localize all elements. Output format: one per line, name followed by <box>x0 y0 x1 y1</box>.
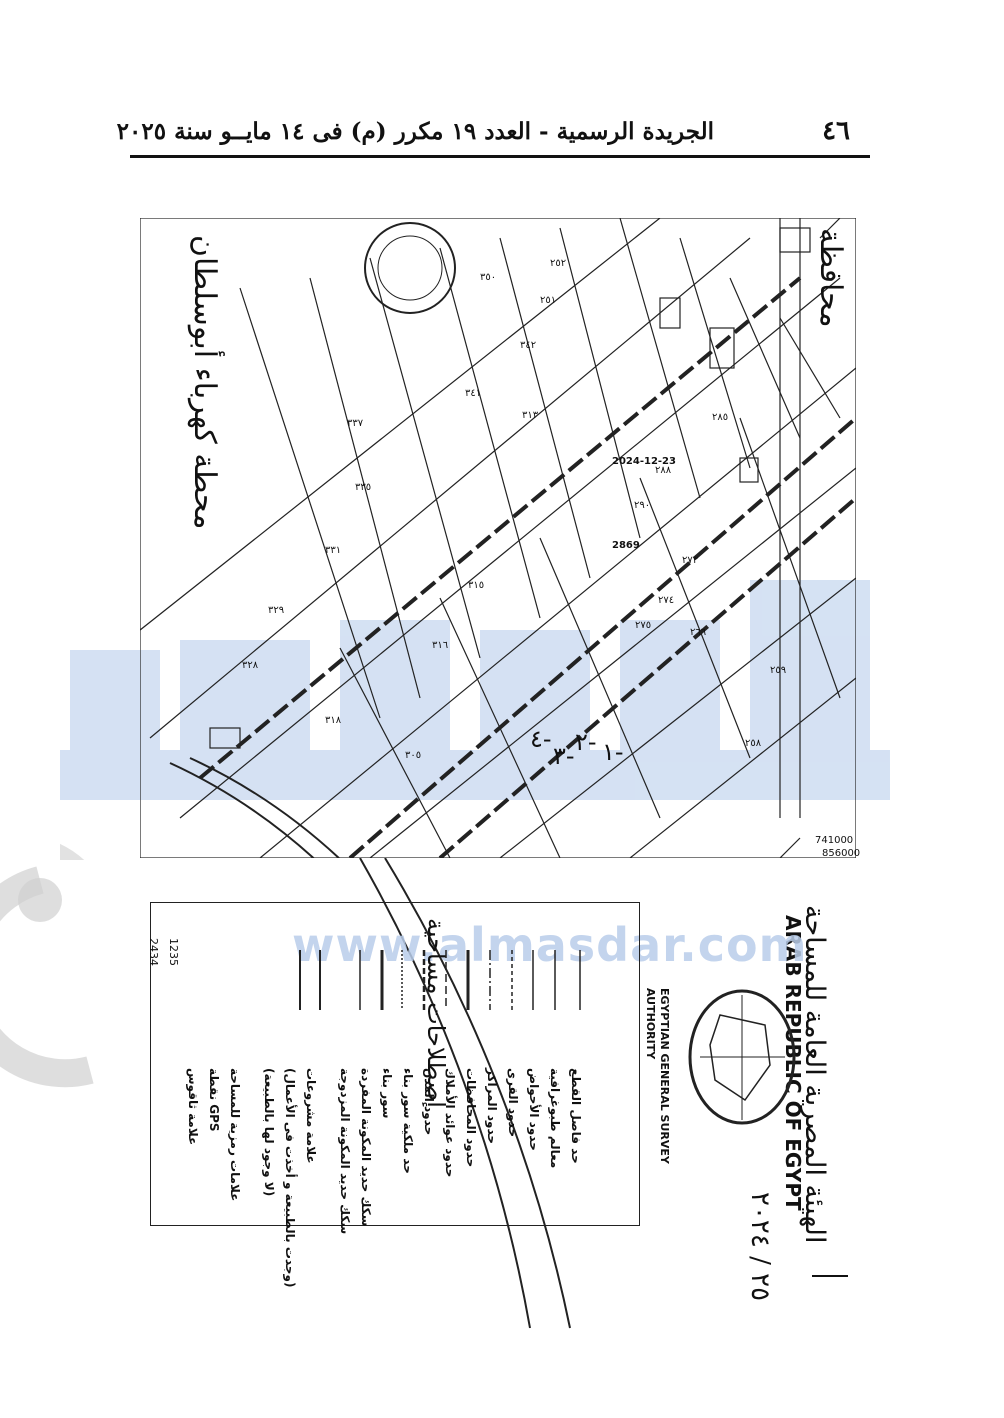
legend-item: حدود عوائد الأملاك <box>443 1068 457 1178</box>
section-number: ٤- <box>530 725 552 753</box>
legend-item: علامات رمزية للمساحة <box>228 1068 242 1202</box>
legend-item: علامة مشروعات <box>304 1068 318 1164</box>
legend-item: نقطة GPS <box>207 1068 221 1132</box>
parcel-number: ٣٢٨ <box>242 660 259 671</box>
section-number: ٣- <box>553 742 575 770</box>
legend-code: 2434 <box>147 938 160 966</box>
legend-item: (لا وجود لها بالطبيعة) <box>262 1068 276 1197</box>
parcel-number: ٣٣٥ <box>355 482 372 493</box>
section-number: ٢- <box>575 728 597 756</box>
legend-code: 1235 <box>167 938 180 966</box>
legend-item: حدود الأحواض <box>527 1068 541 1151</box>
authority-dept-line1: EGYPTIAN GENERAL SURVEY <box>658 988 671 1164</box>
parcel-number: ٢٥٨ <box>745 738 762 749</box>
parcel-number: ٢٧٤ <box>658 595 675 606</box>
legend-item: حدود المحافظات <box>464 1068 478 1168</box>
legend-box <box>150 902 640 1226</box>
page-number: ٤٦ <box>822 116 850 146</box>
governorate-label: محافظة <box>813 228 848 328</box>
number-note: 2869 <box>612 540 640 551</box>
parcel-number: ٣٠٥ <box>405 750 422 761</box>
railway-track <box>359 858 571 1329</box>
parcel-number: ٢٦٦ <box>690 627 707 638</box>
edge-mark <box>812 1275 848 1277</box>
parcel-number: ٢٩٠ <box>634 500 651 511</box>
parcel-number: ٣٤١ <box>465 388 482 399</box>
parcel-number: ٢٥١ <box>540 295 557 306</box>
parcel-number: ٣٣١ <box>325 545 342 556</box>
gazette-title: الجريدة الرسمية - العدد ١٩ مكرر (م) فى ١… <box>116 118 714 145</box>
legend-item: حدود القرى <box>506 1068 520 1138</box>
coord-y: 856000 <box>822 848 861 859</box>
watermark-url: www.almasdar.com <box>292 918 808 972</box>
parcel-number: ٢٨٥ <box>712 412 729 423</box>
page-header: ٤٦ الجريدة الرسمية - العدد ١٩ مكرر (م) ف… <box>117 110 870 150</box>
parcel-number: ٢٨٨ <box>655 465 672 476</box>
header-rule <box>130 155 870 158</box>
authority-dept-line2: AUTHORITY <box>644 988 657 1060</box>
legend-line-samples <box>299 950 581 1010</box>
date-note: 2024-12-23 <box>612 456 676 467</box>
legend-item: حد فاصل القطع <box>569 1068 583 1164</box>
parcel-number: ٣١٨ <box>325 715 342 726</box>
legend-item: سكك حديد المكونة المفردة <box>359 1068 373 1227</box>
legend-item: سكك حديد المكونة المزدوجة <box>338 1068 352 1235</box>
authority-emblem <box>688 989 796 1125</box>
coord-x: 741000 <box>815 835 854 846</box>
watermark-swirl <box>0 866 94 1088</box>
parcel-number: ٣٥٠ <box>480 272 497 283</box>
legend-item: معالم طبوغرافية <box>548 1068 562 1169</box>
legend-item: سور بناء <box>380 1068 394 1119</box>
legend-item: حدود المدن <box>422 1068 436 1136</box>
legend-item: (وجدت بالطبيعة و أخذت فى الأعمال) <box>283 1068 297 1288</box>
parcel-number: ٢٧٣ <box>682 555 699 566</box>
parcel-number: ٢٥٢ <box>550 258 567 269</box>
parcel-number: ٣٤٢ <box>520 340 537 351</box>
legend-item: علامة ثاقوس <box>186 1068 200 1146</box>
cadastral-map <box>140 218 856 858</box>
parcel-number: ٣٣٧ <box>347 418 364 429</box>
legend-item: حد ملكية سور بناء <box>401 1068 415 1174</box>
parcel-number: ٢٥٩ <box>770 665 787 676</box>
watermark-logo <box>60 580 890 860</box>
authority-dept: EGYPTIAN GENERAL SURVEY AUTHORITY <box>643 988 671 1164</box>
parcel-number: ٣٢٩ <box>268 605 285 616</box>
parcel-number: ٢٧٥ <box>635 620 652 631</box>
handwritten-note: ٢٥ / ٢٠٢٤ <box>745 1192 775 1302</box>
legend-item: حدود المراكز <box>485 1068 499 1145</box>
parcel-number: ٣١٦ <box>432 640 449 651</box>
parcel-number: ٣١٣ <box>522 410 539 421</box>
station-label: محطة كهرباء أبوسلطان <box>187 235 222 530</box>
section-number: ١- <box>602 738 624 766</box>
parcel-number: ٣١٥ <box>468 580 485 591</box>
